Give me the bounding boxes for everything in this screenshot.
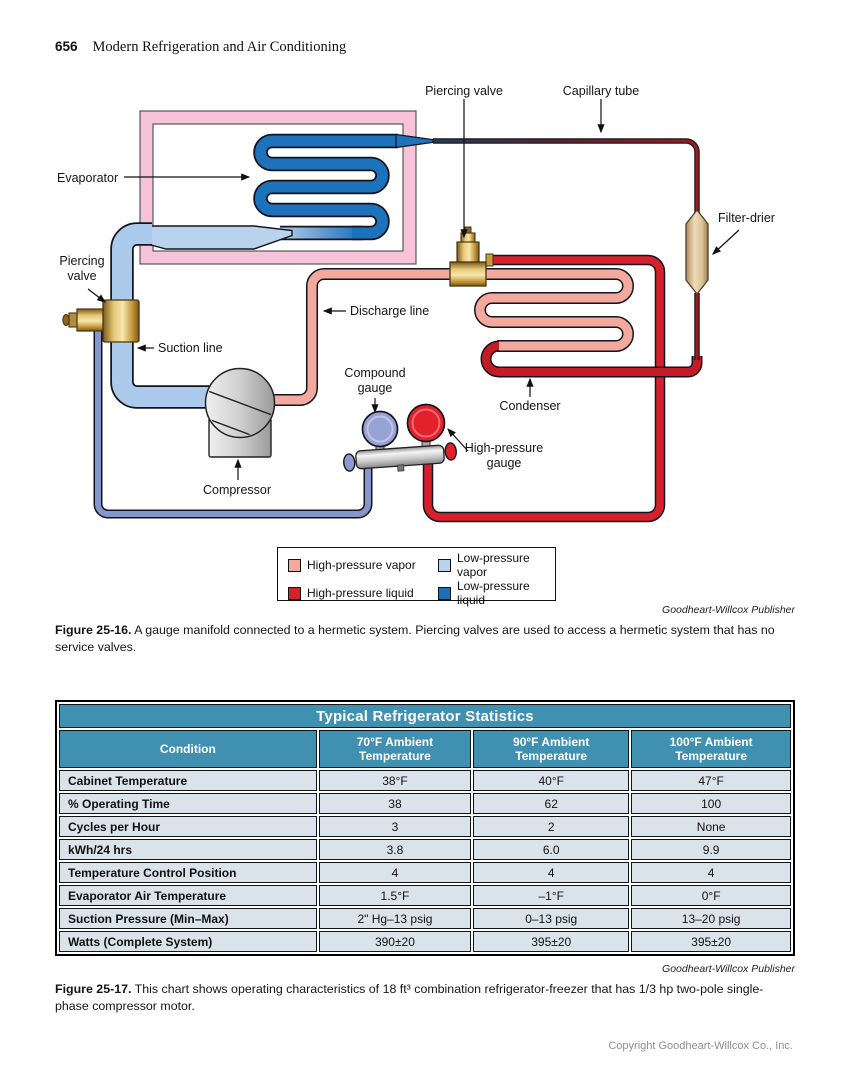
label-condenser: Condenser	[499, 399, 561, 413]
legend-item: High-pressure vapor	[288, 558, 438, 572]
figure2-number: Figure 25-17.	[55, 982, 132, 996]
legend-swatch	[438, 558, 451, 572]
label-capillary-tube: Capillary tube	[562, 84, 640, 98]
legend-item: Low-pressure vapor	[438, 551, 555, 579]
figure1-number: Figure 25-16.	[55, 623, 132, 637]
piercing-valve-discharge	[449, 226, 494, 287]
value-cell: 1.5°F	[318, 885, 472, 906]
legend-item: High-pressure liquid	[288, 586, 438, 600]
value-cell: 62	[473, 793, 630, 814]
page-copyright: Copyright Goodheart-Willcox Co., Inc.	[608, 1040, 793, 1052]
evaporator-coil	[253, 133, 434, 241]
value-cell: 395±20	[473, 931, 630, 952]
legend-swatch	[438, 586, 451, 600]
label-evaporator: Evaporator	[57, 171, 119, 185]
label-filter-drier: Filter-drier	[718, 211, 775, 225]
value-cell: 0°F	[631, 885, 791, 906]
value-cell: 2	[473, 816, 630, 837]
legend-label: Low-pressure liquid	[457, 579, 530, 607]
value-cell: 47°F	[631, 770, 791, 791]
condition-cell: Watts (Complete System)	[59, 931, 317, 952]
discharge-line	[268, 268, 452, 406]
label-piercing-valve-left: Piercing valve	[59, 254, 105, 283]
value-cell: 38	[318, 793, 472, 814]
condition-cell: Suction Pressure (Min–Max)	[59, 908, 317, 929]
page-header: 656 Modern Refrigeration and Air Conditi…	[55, 39, 346, 56]
value-cell: 13–20 psig	[631, 908, 791, 929]
high-pressure-hose	[422, 254, 666, 523]
table-title: Typical Refrigerator Statistics	[59, 704, 791, 728]
value-cell: 9.9	[631, 839, 791, 860]
capillary-tube	[433, 138, 700, 214]
gauge-manifold	[343, 403, 457, 472]
legend-label: High-pressure liquid	[307, 586, 414, 600]
figure2-credit: Goodheart-Willcox Publisher	[662, 963, 795, 975]
system-diagram	[62, 99, 740, 523]
legend-label: High-pressure vapor	[307, 558, 416, 572]
book-title: Modern Refrigeration and Air Conditionin…	[92, 39, 347, 55]
condenser-coil	[474, 268, 703, 378]
condition-cell: Cabinet Temperature	[59, 770, 317, 791]
value-cell: 4	[631, 862, 791, 883]
value-cell: 390±20	[318, 931, 472, 952]
high-pressure-gauge	[406, 403, 446, 443]
value-cell: 3.8	[318, 839, 472, 860]
capillary-to-evaporator-taper	[395, 133, 434, 149]
piercing-valve-left	[62, 299, 140, 343]
low-pressure-hose	[93, 330, 373, 519]
high-side-knob	[444, 442, 457, 461]
column-header: 90°F Ambient Temperature	[473, 730, 630, 768]
figure1-caption: Figure 25-16. A gauge manifold connected…	[55, 623, 775, 654]
filter-drier	[685, 208, 709, 296]
legend-swatch	[288, 558, 301, 572]
label-compressor: Compressor	[202, 483, 272, 497]
label-discharge-line: Discharge line	[350, 304, 430, 318]
condition-cell: Temperature Control Position	[59, 862, 317, 883]
legend-swatch	[288, 586, 301, 600]
value-cell: 4	[318, 862, 472, 883]
value-cell: 3	[318, 816, 472, 837]
value-cell: 2" Hg–13 psig	[318, 908, 472, 929]
callout-arrows	[87, 99, 740, 480]
label-compound-gauge: Compound gauge	[344, 366, 406, 395]
value-cell: 395±20	[631, 931, 791, 952]
value-cell: –1°F	[473, 885, 630, 906]
legend-label: Low-pressure vapor	[457, 551, 530, 579]
condition-cell: kWh/24 hrs	[59, 839, 317, 860]
column-header: Condition	[59, 730, 317, 768]
label-suction-line: Suction line	[158, 341, 223, 355]
column-header: 70°F Ambient Temperature	[318, 730, 472, 768]
column-header: 100°F Ambient Temperature	[631, 730, 791, 768]
value-cell: 4	[473, 862, 630, 883]
value-cell: 0–13 psig	[473, 908, 630, 929]
value-cell: None	[631, 816, 791, 837]
value-cell: 40°F	[473, 770, 630, 791]
value-cell: 6.0	[473, 839, 630, 860]
value-cell: 38°F	[318, 770, 472, 791]
value-cell: 100	[631, 793, 791, 814]
compressor	[204, 367, 276, 458]
low-side-knob	[343, 453, 356, 472]
label-piercing-valve-top: Piercing valve	[425, 84, 503, 98]
compound-gauge	[361, 410, 399, 448]
condition-cell: % Operating Time	[59, 793, 317, 814]
condition-cell: Evaporator Air Temperature	[59, 885, 317, 906]
page-number: 656	[55, 39, 78, 54]
legend-item: Low-pressure liquid	[438, 579, 555, 607]
label-high-pressure-gauge: High-pressure gauge	[464, 441, 544, 470]
figure1-credit: Goodheart-Willcox Publisher	[662, 604, 795, 616]
figure2-caption: Figure 25-17. This chart shows operating…	[55, 982, 764, 1013]
condition-cell: Cycles per Hour	[59, 816, 317, 837]
